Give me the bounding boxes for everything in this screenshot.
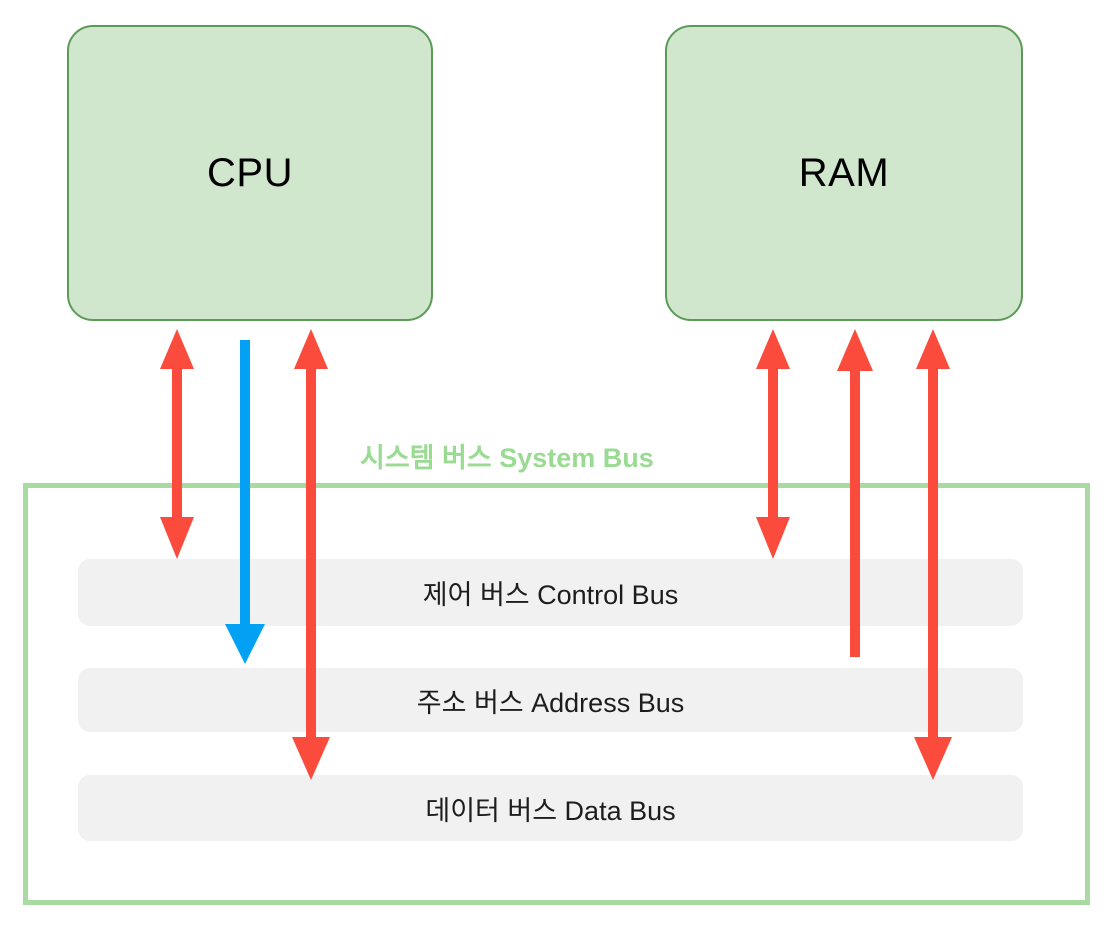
bus-lane-data-label: 데이터 버스 Data Bus [425,795,676,826]
bus-lane-data[interactable]: 데이터 버스 Data Bus [78,775,1023,841]
cpu-label: CPU [207,151,293,195]
bus-lane-address[interactable]: 주소 버스 Address Bus [78,668,1023,732]
bus-lane-control[interactable]: 제어 버스 Control Bus [78,559,1023,626]
bus-lane-control-label: 제어 버스 Control Bus [422,580,679,610]
bus-lane-address-label: 주소 버스 Address Bus [416,687,685,718]
ram-box[interactable]: RAM [665,25,1023,321]
system-bus-container [23,483,1090,905]
cpu-box[interactable]: CPU [67,25,433,321]
ram-label: RAM [798,151,890,195]
system-bus-title: 시스템 버스 System Bus [360,443,654,473]
